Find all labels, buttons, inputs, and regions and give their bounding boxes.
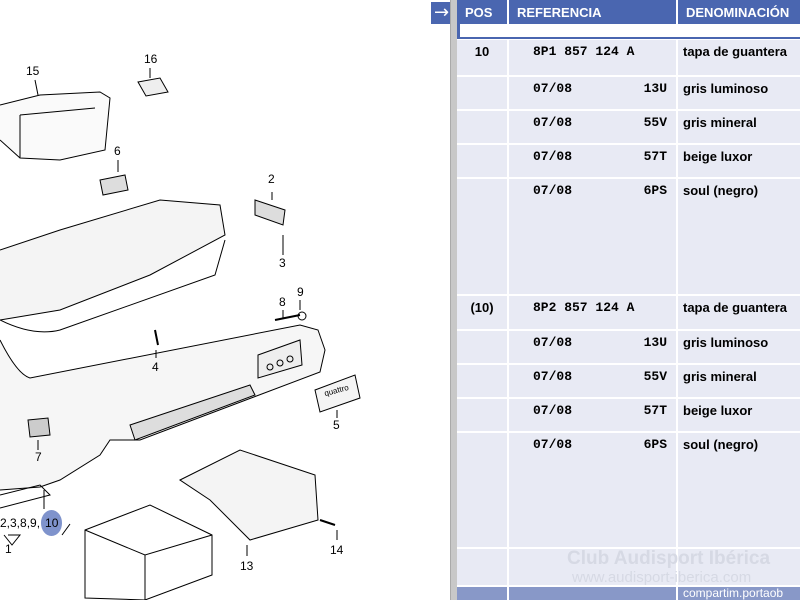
referencia-cell: 07/08 6PS [509,433,676,547]
pos-cell [457,365,507,397]
referencia-text: 07/08 [533,149,573,164]
referencia-text: 07/08 [533,403,573,418]
watermark-url: www.audisport-iberica.com [572,569,752,586]
color-code: 57T [643,403,667,418]
pos-cell [457,549,507,585]
callout-2[interactable]: 2 [268,172,275,186]
header-pos[interactable]: POS [457,0,507,24]
watermark-title: Club Audisport Ibérica [567,548,771,569]
denominacion-cell: soul (negro) [678,433,800,547]
referencia-cell [509,549,676,585]
table-row[interactable]: (10) 8P2 857 124 A tapa de guantera [457,296,800,329]
table-row-footer[interactable]: compartim.portaob [457,587,800,600]
pos-cell [457,331,507,363]
header-referencia[interactable]: REFERENCIA [509,0,676,24]
table-row[interactable]: 10 8P1 857 124 A tapa de guantera [457,40,800,75]
referencia-cell: 07/08 13U [509,331,676,363]
callout-3[interactable]: 3 [279,256,286,270]
denominacion-cell: gris luminoso [678,331,800,363]
callout-9[interactable]: 9 [297,285,304,299]
color-code: 55V [643,115,667,130]
parts-diagram: 15 16 6 2 3 8 9 4 5 7 2,3,8,9, 10 1 13 1… [0,52,361,600]
callout-1[interactable]: 1 [5,542,12,556]
header-denominacion[interactable]: DENOMINACIÓN [678,0,800,24]
denominacion-cell: soul (negro) [678,179,800,294]
pos-cell [457,433,507,547]
referencia-cell: 07/08 13U [509,77,676,109]
callout-15[interactable]: 15 [26,64,40,78]
referencia-text: 07/08 [533,369,573,384]
callout-group[interactable]: 2,3,8,9, [0,516,41,530]
filter-row [457,24,800,39]
referencia-text: 07/08 [533,335,573,350]
callout-10[interactable]: 10 [41,510,63,536]
pos-cell [457,179,507,294]
denominacion-cell: gris mineral [678,111,800,143]
referencia-text: 07/08 [533,437,573,452]
table-row[interactable]: 07/08 13U gris luminoso [457,77,800,109]
table-row[interactable]: 07/08 57T beige luxor [457,399,800,431]
color-code: 6PS [643,437,667,452]
callout-8[interactable]: 8 [279,295,286,309]
referencia-cell: 8P2 857 124 A [509,296,676,329]
callout-group-container: 2,3,8,9, 10 [0,510,63,536]
callout-5[interactable]: 5 [333,418,340,432]
denominacion-cell: tapa de guantera [678,40,800,75]
table-row[interactable]: 07/08 13U gris luminoso [457,331,800,363]
denominacion-cell: beige luxor [678,399,800,431]
referencia-text: 8P1 857 124 A [533,44,635,59]
table-row[interactable]: 07/08 6PS soul (negro) [457,179,800,294]
referencia-text: 07/08 [533,183,573,198]
table-row[interactable] [457,549,800,585]
color-code: 57T [643,149,667,164]
callout-13[interactable]: 13 [240,559,254,573]
pos-cell: 10 [457,40,507,75]
referencia-cell: 07/08 57T [509,145,676,177]
parts-table: POS REFERENCIA DENOMINACIÓN 10 8P1 857 1… [457,0,800,600]
footer-denominacion: compartim.portaob [678,587,800,600]
callout-16[interactable]: 16 [144,52,158,66]
color-code: 13U [643,81,667,96]
referencia-text: 8P2 857 124 A [533,300,635,315]
table-row[interactable]: 07/08 55V gris mineral [457,365,800,397]
pos-cell: (10) [457,296,507,329]
referencia-cell: 07/08 55V [509,111,676,143]
callout-14[interactable]: 14 [330,543,344,557]
referencia-text: 07/08 [533,115,573,130]
referencia-cell: 07/08 55V [509,365,676,397]
expand-arrow-icon[interactable]: → [431,2,452,24]
denominacion-cell [678,549,800,585]
table-row[interactable]: 07/08 55V gris mineral [457,111,800,143]
referencia-cell: 8P1 857 124 A [509,40,676,75]
callout-7[interactable]: 7 [35,450,42,464]
denominacion-cell: gris mineral [678,365,800,397]
color-code: 6PS [643,183,667,198]
callout-6[interactable]: 6 [114,144,121,158]
color-code: 13U [643,335,667,350]
pos-cell [457,77,507,109]
denominacion-cell: tapa de guantera [678,296,800,329]
color-code: 55V [643,369,667,384]
table-row[interactable]: 07/08 6PS soul (negro) [457,433,800,547]
denominacion-cell: beige luxor [678,145,800,177]
pos-cell [457,399,507,431]
table-row[interactable]: 07/08 57T beige luxor [457,145,800,177]
denominacion-cell: gris luminoso [678,77,800,109]
referencia-cell: 07/08 57T [509,399,676,431]
callout-4[interactable]: 4 [152,360,159,374]
glovebox-exploded-drawing [0,68,361,600]
pos-cell [457,145,507,177]
pos-cell [457,111,507,143]
referencia-cell: 07/08 6PS [509,179,676,294]
referencia-text: 07/08 [533,81,573,96]
